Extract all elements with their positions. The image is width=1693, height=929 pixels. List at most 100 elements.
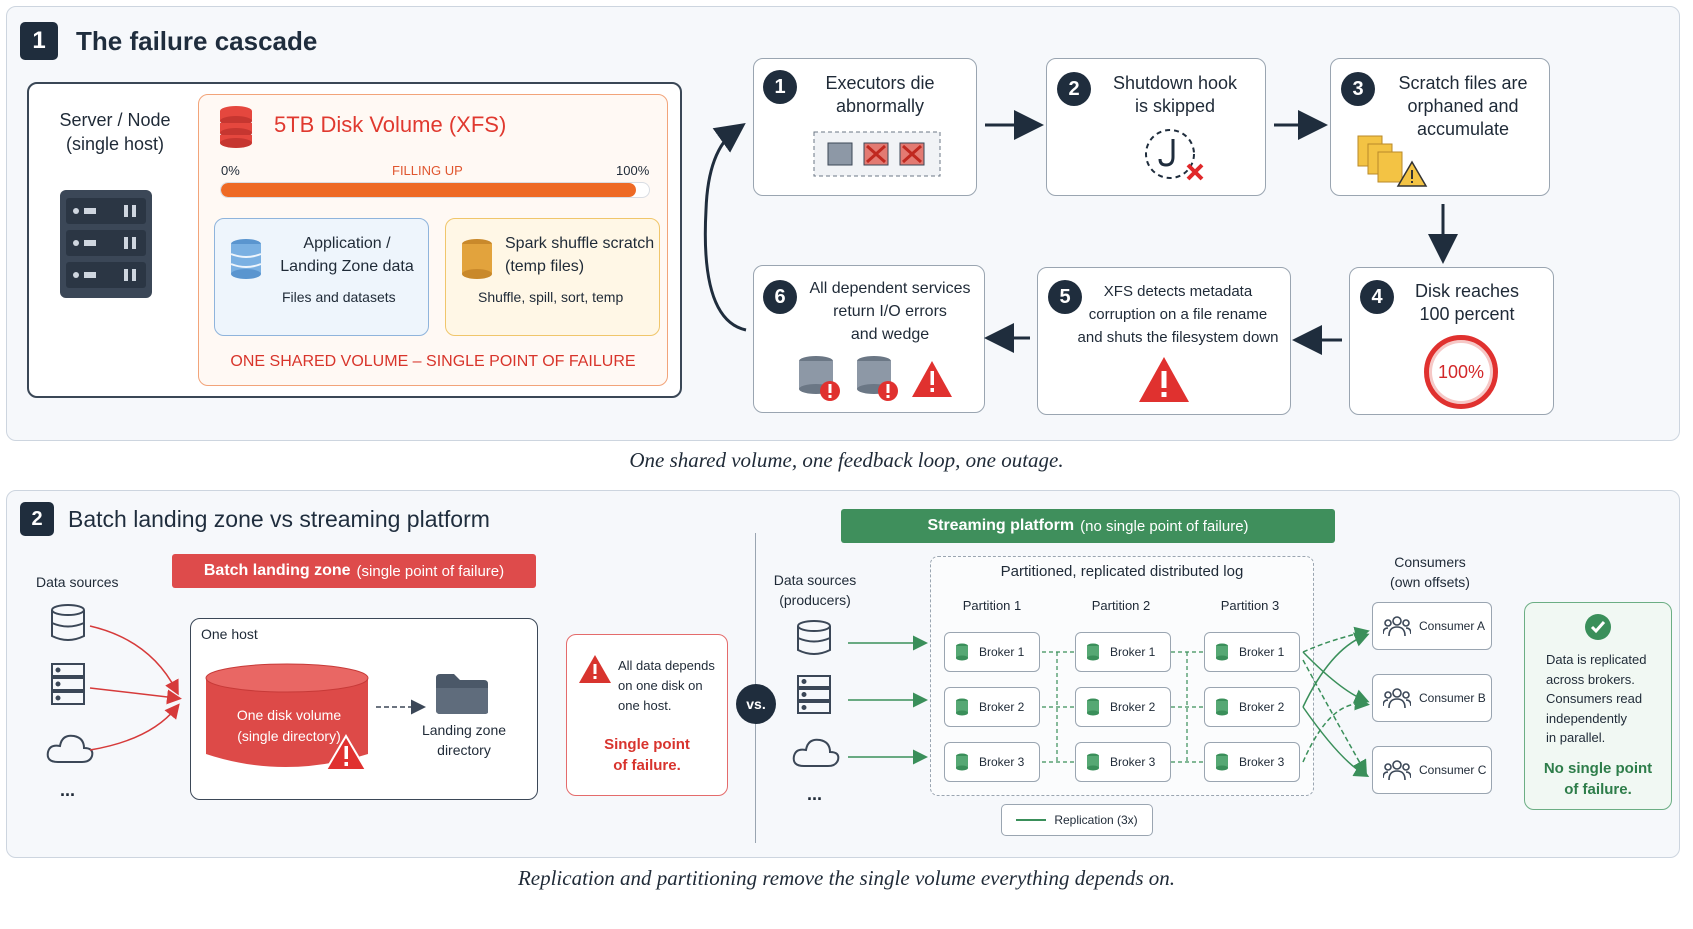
consumers-title: Consumers (own offsets) bbox=[1390, 554, 1470, 590]
broker-label: Broker 2 bbox=[1239, 700, 1285, 714]
broker-database-icon bbox=[956, 698, 968, 716]
batch-banner-sub: (single point of failure) bbox=[356, 562, 505, 580]
consumer-label: Consumer C bbox=[1419, 763, 1487, 777]
broker-p2-3: Broker 3 bbox=[1075, 742, 1171, 782]
batch-sources-ellipsis: ... bbox=[60, 780, 76, 800]
batch-data-sources-label: Data sources bbox=[36, 574, 119, 590]
executors-crashed-icon bbox=[813, 131, 941, 177]
broker-database-icon bbox=[1216, 753, 1228, 771]
broker-label: Broker 1 bbox=[1110, 645, 1156, 659]
broker-p3-2: Broker 2 bbox=[1204, 687, 1300, 727]
broker-database-icon bbox=[956, 643, 968, 661]
producer-server-icon bbox=[797, 675, 831, 714]
skipped-hook-icon bbox=[1145, 129, 1204, 181]
disk-stack-icon bbox=[220, 106, 252, 148]
broker-p3-3: Broker 3 bbox=[1204, 742, 1300, 782]
app-data-title: Application / Landing Zone data bbox=[280, 235, 414, 275]
broker-database-icon bbox=[1087, 753, 1099, 771]
step-5-text: XFS detects metadata corruption on a fil… bbox=[1077, 283, 1279, 346]
folder-icon bbox=[436, 674, 488, 714]
broker-label: Broker 3 bbox=[1110, 755, 1156, 769]
batch-sources-icons bbox=[46, 604, 94, 763]
broker-p1-1: Broker 1 bbox=[944, 632, 1040, 672]
users-icon bbox=[1383, 616, 1411, 637]
disk-full-badge: 100% bbox=[1424, 335, 1498, 409]
replication-legend: Replication (3x) bbox=[1001, 804, 1153, 836]
spof-warning-icon bbox=[579, 655, 611, 683]
step-6-text: All dependent services return I/O errors… bbox=[809, 280, 971, 343]
broker-label: Broker 2 bbox=[979, 700, 1025, 714]
services-error-icon bbox=[799, 356, 952, 401]
step-4-text: Disk reaches 100 percent bbox=[1414, 281, 1520, 324]
broker-label: Broker 1 bbox=[1239, 645, 1285, 659]
database-blue-icon bbox=[230, 239, 262, 279]
broker-database-icon bbox=[1087, 643, 1099, 661]
spof-bold: Single point of failure. bbox=[604, 736, 690, 774]
progress-mid-label: FILLING UP bbox=[392, 163, 463, 178]
consumer-a: Consumer A bbox=[1372, 602, 1492, 650]
step-3-number: 3 bbox=[1341, 72, 1375, 106]
consumer-b: Consumer B bbox=[1372, 674, 1492, 722]
section-number-1: 1 bbox=[20, 22, 58, 60]
step-1-text: Executors die abnormally bbox=[825, 73, 935, 116]
vs-badge: vs. bbox=[736, 684, 776, 724]
broker-p3-1: Broker 1 bbox=[1204, 632, 1300, 672]
step-2-number: 2 bbox=[1057, 72, 1091, 106]
cloud-source-icon bbox=[46, 734, 94, 763]
filesystem-warning-icon bbox=[1139, 357, 1189, 402]
producer-cloud-icon bbox=[792, 738, 840, 767]
broker-p2-1: Broker 1 bbox=[1075, 632, 1171, 672]
database-orange-icon bbox=[462, 239, 492, 279]
disk-full-badge-label: 100% bbox=[1437, 361, 1485, 382]
spof-text: All data depends on one disk on one host… bbox=[618, 658, 715, 713]
landing-zone-dir-label: Landing zone directory bbox=[421, 722, 507, 758]
producer-icons bbox=[792, 620, 840, 767]
step-3-text: Scratch files are orphaned and accumulat… bbox=[1398, 73, 1528, 139]
nospof-text: Data is replicated across brokers. Consu… bbox=[1546, 652, 1647, 745]
consumer-c: Consumer C bbox=[1372, 746, 1492, 794]
partition-2-label: Partition 2 bbox=[1091, 598, 1151, 613]
users-icon bbox=[1383, 760, 1411, 781]
broker-label: Broker 1 bbox=[979, 645, 1025, 659]
section-2-caption: Replication and partitioning remove the … bbox=[517, 866, 1176, 890]
app-data-sub: Files and datasets bbox=[282, 289, 396, 305]
broker-label: Broker 3 bbox=[979, 755, 1025, 769]
step-4-number: 4 bbox=[1360, 280, 1394, 314]
orphaned-files-icon bbox=[1357, 135, 1428, 187]
one-host-label: One host bbox=[201, 626, 258, 642]
batch-banner-title: Batch landing zone bbox=[203, 562, 351, 579]
section-title-1: The failure cascade bbox=[76, 26, 318, 56]
spark-scratch-title: Spark shuffle scratch (temp files) bbox=[505, 235, 655, 275]
section-number-2: 2 bbox=[20, 502, 54, 536]
spark-scratch-box bbox=[445, 218, 660, 336]
step-2-text: Shutdown hook is skipped bbox=[1112, 73, 1238, 116]
partition-3-label: Partition 3 bbox=[1220, 598, 1280, 613]
check-circle-icon bbox=[1585, 614, 1611, 640]
database-source-icon bbox=[51, 604, 85, 641]
broker-label: Broker 3 bbox=[1239, 755, 1285, 769]
users-icon bbox=[1383, 688, 1411, 709]
server-label: Server / Node (single host) bbox=[59, 110, 171, 154]
step-1-number: 1 bbox=[763, 70, 797, 104]
section-title-2: Batch landing zone vs streaming platform bbox=[68, 506, 490, 532]
disk-volume-label: One disk volume (single directory) bbox=[236, 707, 342, 744]
progress-end-label: 100% bbox=[616, 163, 650, 178]
broker-database-icon bbox=[1216, 698, 1228, 716]
consumer-label: Consumer B bbox=[1419, 691, 1486, 705]
stream-banner-title: Streaming platform bbox=[927, 517, 1075, 534]
broker-database-icon bbox=[1087, 698, 1099, 716]
producers-ellipsis: ... bbox=[807, 784, 823, 804]
broker-p1-2: Broker 2 bbox=[944, 687, 1040, 727]
broker-p2-2: Broker 2 bbox=[1075, 687, 1171, 727]
broker-database-icon bbox=[956, 753, 968, 771]
replication-label: Replication (3x) bbox=[1054, 813, 1138, 827]
producer-database-icon bbox=[797, 620, 831, 655]
partition-1-label: Partition 1 bbox=[962, 598, 1022, 613]
step-5-number: 5 bbox=[1048, 280, 1082, 314]
server-rack-icon bbox=[60, 190, 152, 298]
broker-database-icon bbox=[1216, 643, 1228, 661]
stream-banner-sub: (no single point of failure) bbox=[1080, 517, 1249, 535]
consumer-label: Consumer A bbox=[1419, 619, 1486, 633]
progress-start-label: 0% bbox=[221, 163, 240, 178]
broker-label: Broker 2 bbox=[1110, 700, 1156, 714]
